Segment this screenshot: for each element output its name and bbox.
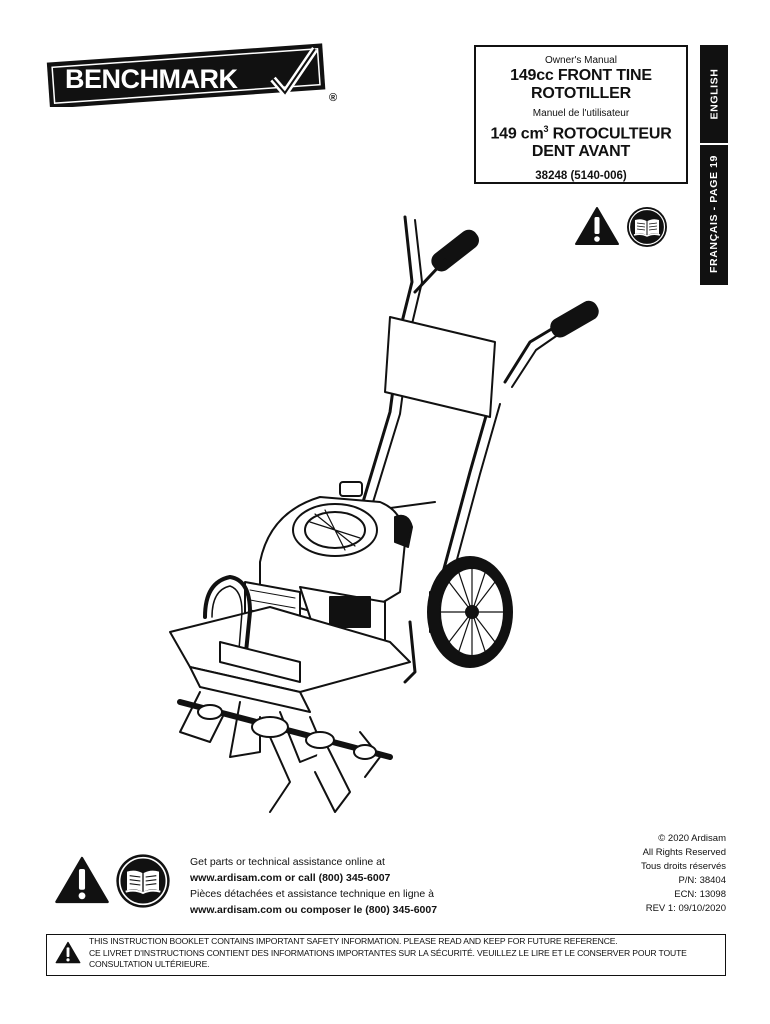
warning-triangle-icon [574,206,620,246]
english-title-line1: 149cc FRONT TINE [510,67,652,84]
owners-manual-label: Owner's Manual [545,55,617,66]
title-box: Owner's Manual 149cc FRONT TINE ROTOTILL… [474,45,688,184]
notice-text: THIS INSTRUCTION BOOKLET CONTAINS IMPORT… [89,935,687,971]
notice-line-fr-1: CE LIVRET D'INSTRUCTIONS CONTIENT DES IN… [89,947,687,958]
open-book-icon-bottom [115,853,171,909]
part-number: P/N: 38404 [678,875,726,886]
tab-french-page[interactable]: FRANÇAIS - PAGE 19 [708,155,720,273]
tab-english[interactable]: ENGLISH [708,68,720,120]
french-title-line2: DENT AVANT [531,143,631,161]
warning-triangle-icon-bottom [54,855,110,905]
language-side-tab: ENGLISH FRANÇAIS - PAGE 19 [700,45,728,285]
ecn-number: ECN: 13098 [674,889,726,900]
brand-name-text: BENCHMARK [65,64,238,94]
notice-warning-icon [47,935,89,964]
tiller-illustration [150,212,600,837]
revision: REV 1: 09/10/2020 [645,903,726,914]
french-manual-label: Manuel de l'utilisateur [532,108,630,119]
assistance-line-fr: Pièces détachées et assistance technique… [190,888,434,900]
assistance-line-en: Get parts or technical assistance online… [190,856,385,868]
copyright-line: © 2020 Ardisam [658,833,726,844]
english-title-line2: ROTOTILLER [531,85,631,102]
registered-mark: ® [329,92,338,104]
assistance-link-fr[interactable]: www.ardisam.com ou composer le (800) 345… [190,904,438,916]
assistance-link-en[interactable]: www.ardisam.com or call (800) 345-6007 [190,872,391,884]
copyright-block: © 2020 Ardisam All Rights Reserved Tous … [548,832,726,916]
french-title-line1: 149 cm3 ROTOCULTEUR [490,124,672,143]
assistance-info: Get parts or technical assistance online… [190,854,437,918]
safety-notice: THIS INSTRUCTION BOOKLET CONTAINS IMPORT… [46,934,726,976]
tab-divider [700,143,728,145]
open-book-icon [626,206,668,248]
notice-line-fr-2: CONSULTATION ULTÉRIEURE. [89,959,210,969]
model-number: 38248 (5140-006) [535,170,627,183]
rights-reserved-fr: Tous droits réservés [640,861,726,872]
benchmark-logo: BENCHMARK [45,43,327,109]
rights-reserved-en: All Rights Reserved [642,847,726,858]
notice-line-en: THIS INSTRUCTION BOOKLET CONTAINS IMPORT… [89,936,618,946]
